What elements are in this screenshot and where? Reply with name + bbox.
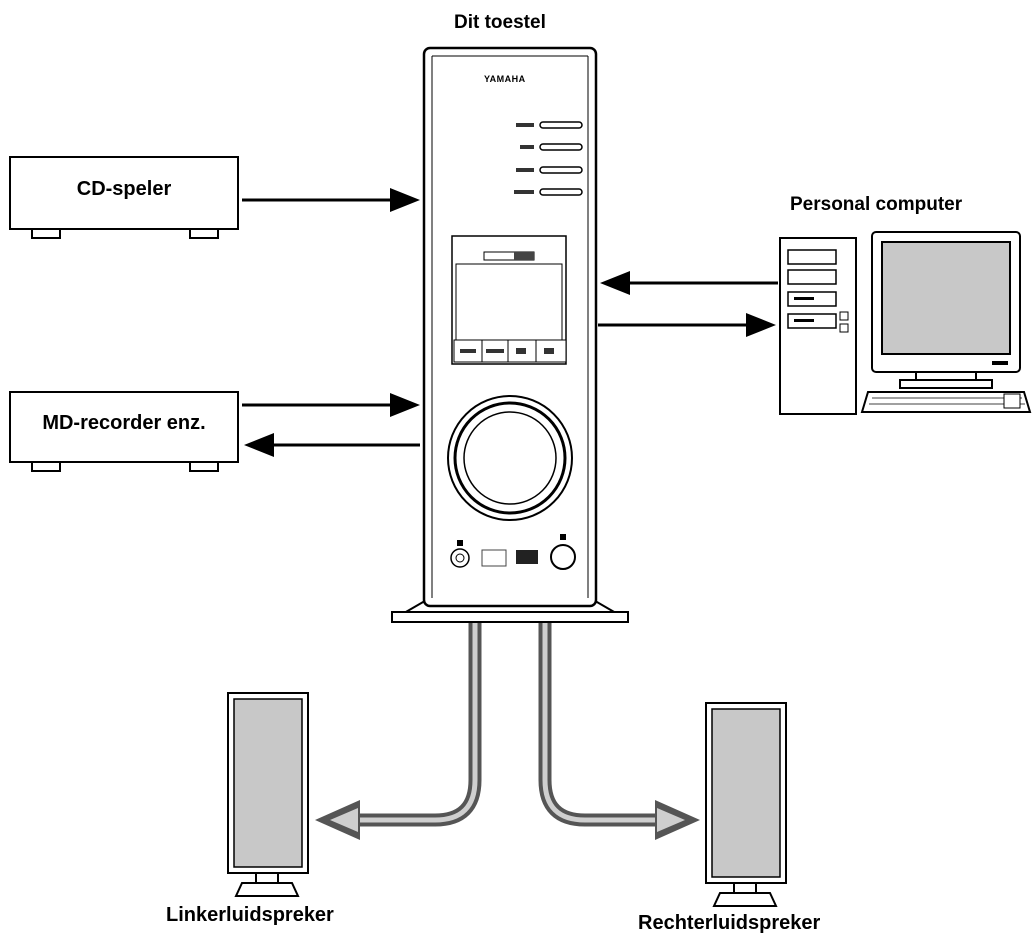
md-recorder — [9, 391, 239, 472]
personal-computer — [779, 231, 1032, 415]
md-recorder-label: MD-recorder enz. — [42, 412, 206, 434]
speaker-cable-right — [538, 618, 700, 840]
computer-label: Personal computer — [790, 194, 963, 215]
indicator-leds — [514, 121, 583, 196]
unit-to-pc-arrow — [598, 313, 776, 337]
right-speaker-label: Rechterluidspreker — [638, 912, 821, 934]
left-speaker — [227, 692, 309, 897]
power-button — [550, 534, 576, 570]
cd-to-unit-arrow — [242, 188, 420, 212]
brand-logo-text: YAMAHA — [484, 74, 526, 84]
right-speaker — [705, 702, 787, 907]
md-output-arrow — [244, 433, 420, 457]
md-input-arrow — [242, 393, 420, 417]
cd-player-label: CD-speler — [76, 178, 172, 200]
display-panel — [451, 235, 567, 365]
cd-player — [9, 156, 239, 239]
headphone-jack — [450, 540, 470, 568]
speaker-cable-left — [315, 618, 482, 840]
pc-to-unit-arrow — [600, 271, 778, 295]
volume-knob — [447, 395, 573, 521]
main-unit — [391, 46, 629, 623]
left-speaker-label: Linkerluidspreker — [166, 904, 334, 926]
logo-marks — [481, 549, 538, 567]
main-unit-label: Dit toestel — [454, 12, 546, 33]
